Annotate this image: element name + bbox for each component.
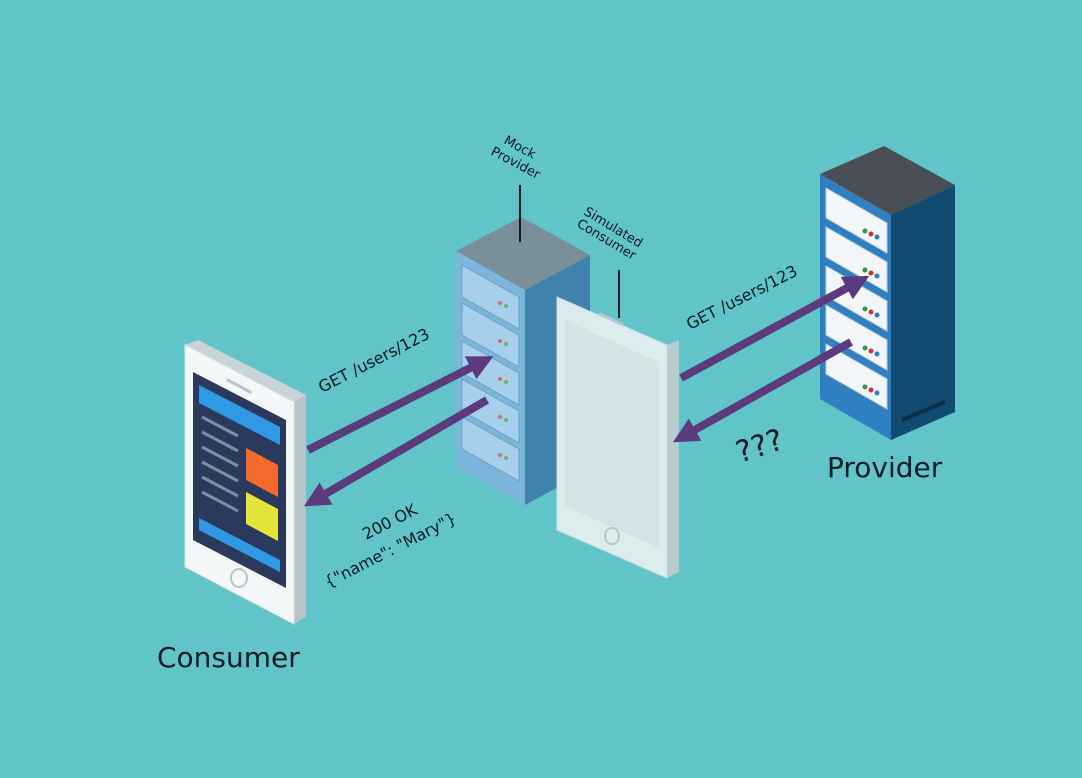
mock-response-arrow (303, 396, 490, 507)
simulated-consumer-phone-icon (556, 296, 679, 579)
provider-response-label: ??? (732, 423, 788, 471)
consumer-label: Consumer (157, 641, 300, 674)
consumer-request-label: GET /users/123 (315, 324, 432, 396)
consumer-request-arrow (306, 356, 494, 454)
provider-response-arrow (672, 338, 853, 443)
simulated-request-arrow (679, 275, 870, 382)
consumer-phone-icon (184, 340, 306, 625)
provider-label: Provider (827, 451, 943, 484)
